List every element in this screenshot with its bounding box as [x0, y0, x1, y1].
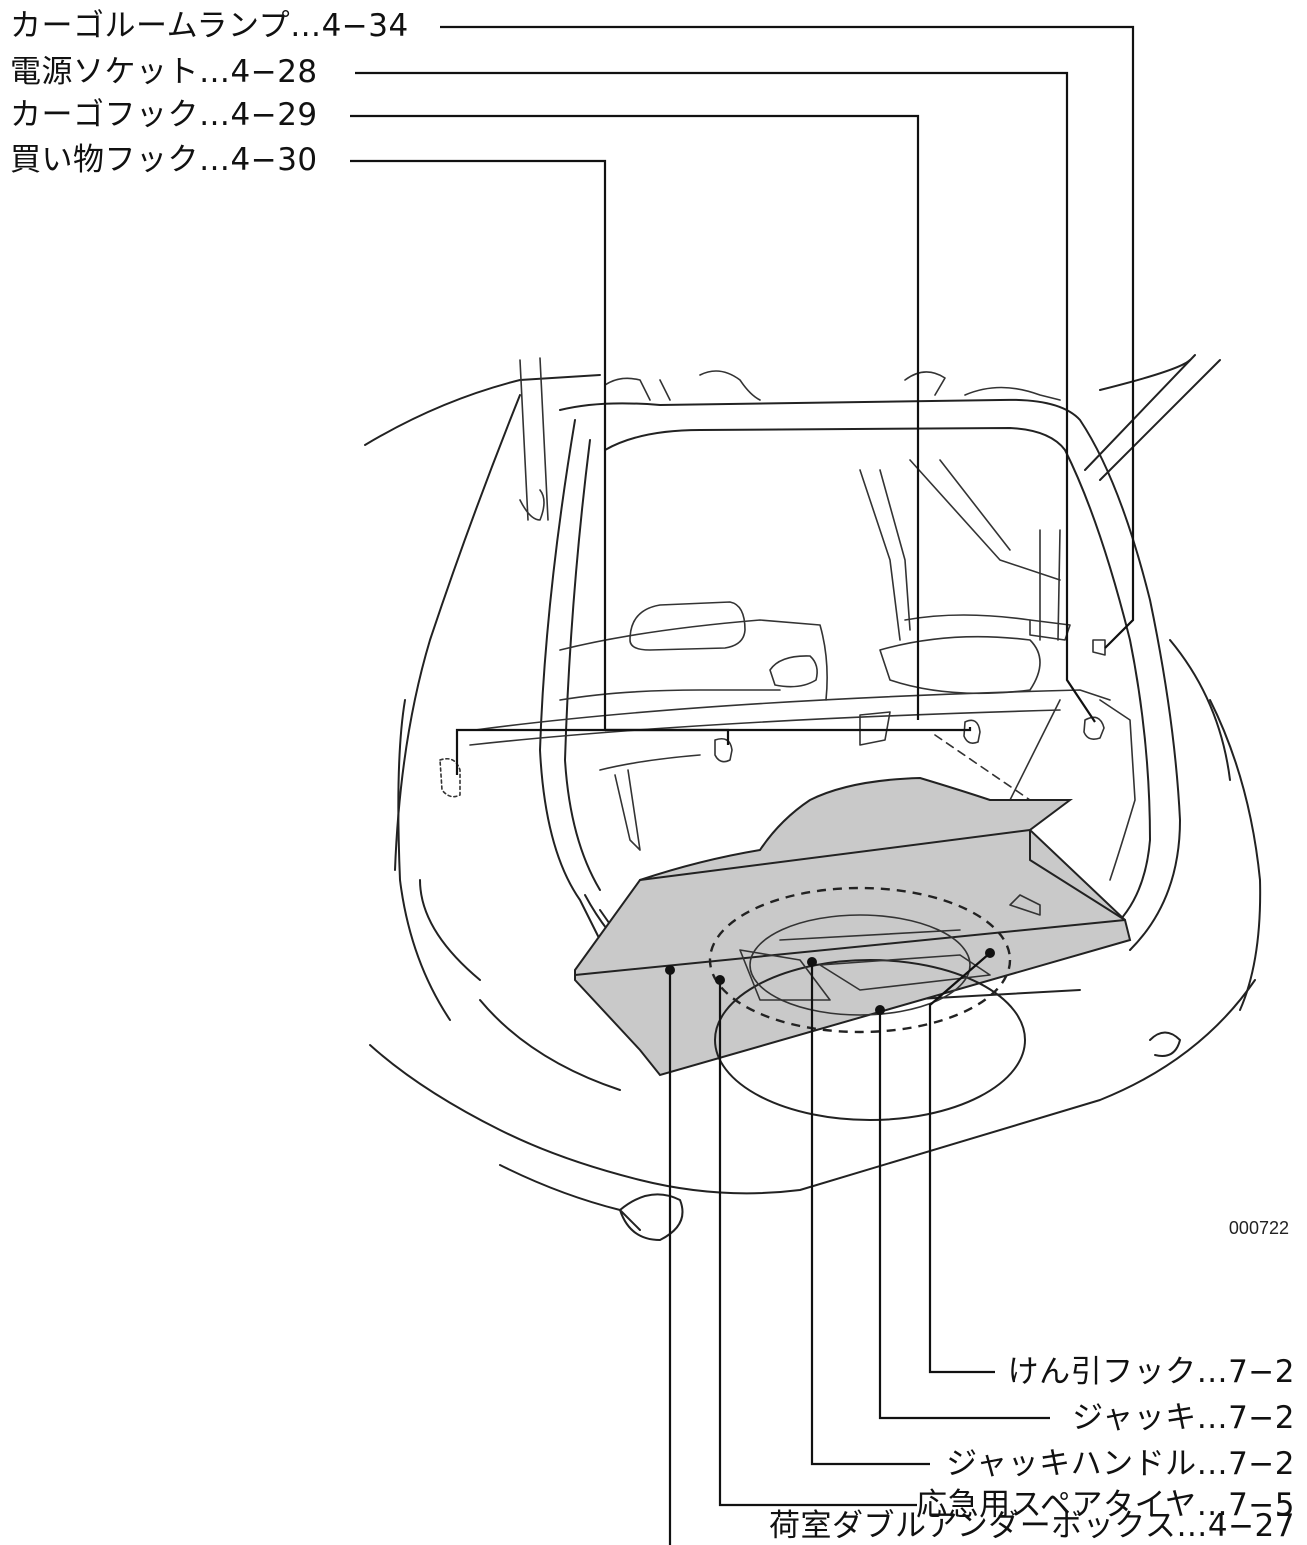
figure-number: 000722 — [1229, 1218, 1289, 1239]
label-cargo-room-lamp: カーゴルームランプ…4−34 — [10, 8, 409, 44]
label-jack-handle: ジャッキハンドル…7−2 — [946, 1446, 1295, 1482]
hook-fixtures — [715, 640, 1105, 762]
rear-seat — [560, 460, 1070, 700]
label-towing-hook: けん引フック…7−2 — [1008, 1354, 1295, 1390]
label-power-socket: 電源ソケット…4−28 — [10, 54, 318, 90]
label-jack: ジャッキ…7−2 — [1072, 1400, 1295, 1436]
label-double-underbox: 荷室ダブルアンダーボックス…4−27 — [769, 1508, 1295, 1544]
leader-lines-top — [350, 27, 1133, 775]
label-cargo-hook: カーゴフック…4−29 — [10, 97, 318, 133]
ceiling-fixtures — [605, 371, 1060, 400]
label-shopping-hook: 買い物フック…4−30 — [10, 142, 318, 178]
double-underbox-lid — [575, 778, 1130, 1075]
